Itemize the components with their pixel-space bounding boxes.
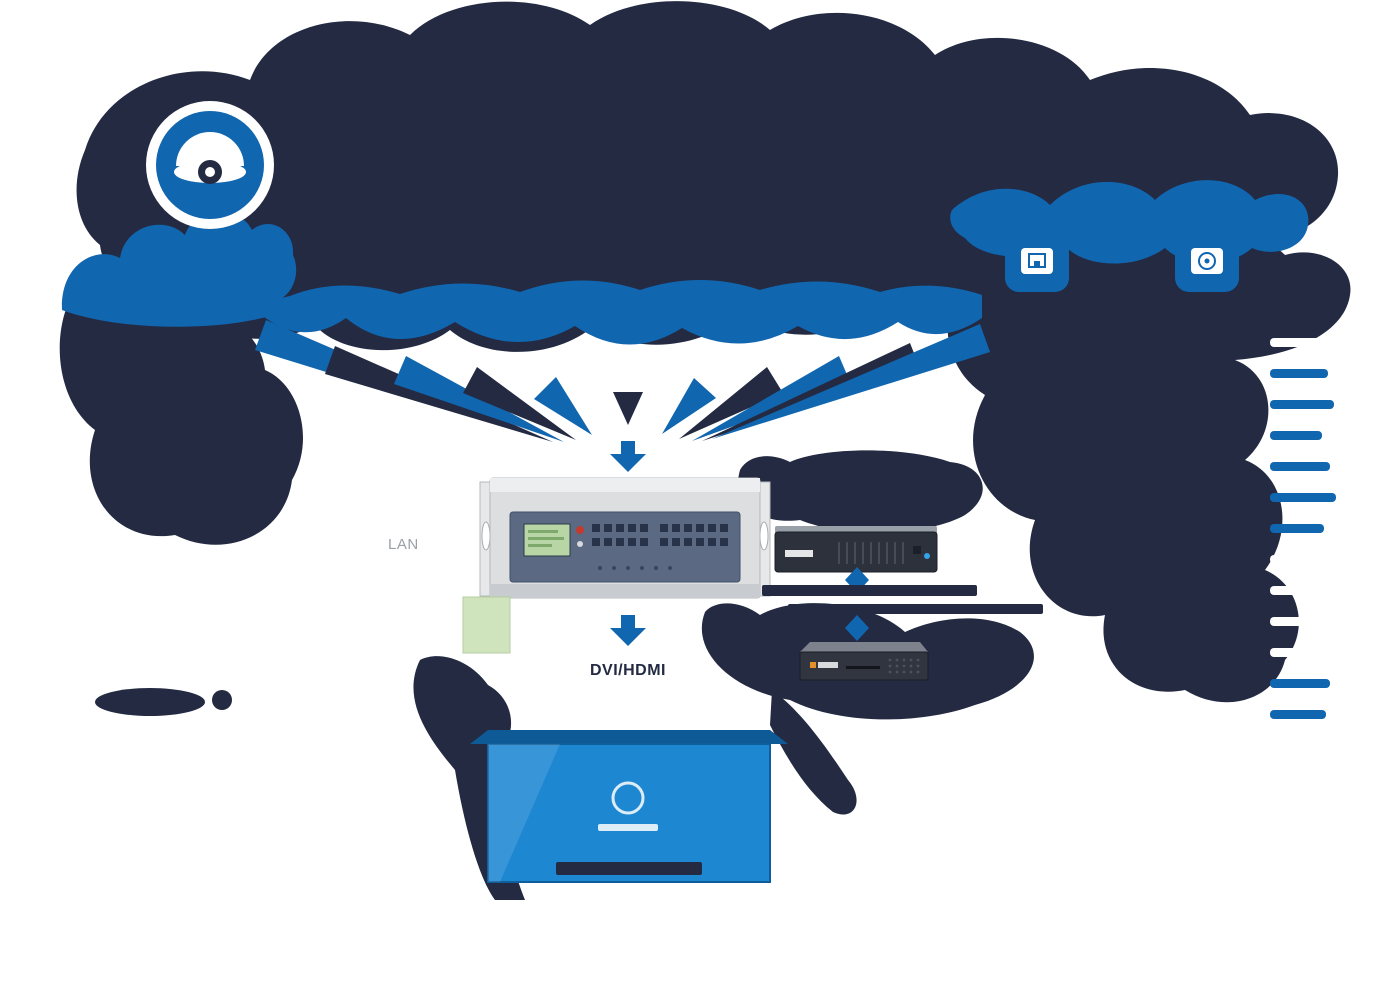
dark-blob-above-decoder bbox=[738, 450, 983, 533]
feature-list-bars bbox=[1270, 338, 1336, 719]
sources-cloud-dark bbox=[59, 1, 1351, 900]
accent-panel bbox=[462, 596, 511, 654]
desktop-decoder-device bbox=[799, 642, 929, 681]
dvi-hdmi-label: DVI/HDMI bbox=[590, 662, 666, 679]
network-port-icon bbox=[1021, 248, 1053, 274]
disc-icon bbox=[1191, 248, 1223, 274]
dome-camera-icon bbox=[146, 101, 274, 229]
left-dark-lobe bbox=[59, 280, 304, 545]
lan-label: LAN bbox=[388, 536, 419, 553]
blue-bumps-left bbox=[61, 211, 297, 327]
funnel-right bbox=[770, 690, 857, 815]
right-dark-lobe bbox=[947, 231, 1351, 703]
video-wall-screen bbox=[470, 730, 788, 883]
front-panel-buttons bbox=[592, 524, 728, 546]
ground-blob bbox=[95, 688, 205, 716]
video-wall-controller-device bbox=[479, 477, 771, 599]
signal-rays bbox=[255, 320, 990, 442]
desktop-decoder-logo bbox=[818, 662, 838, 668]
blue-scallop-ribbon bbox=[250, 280, 982, 345]
rack-decoder-device bbox=[774, 526, 938, 573]
down-arrow-icon-2 bbox=[610, 615, 646, 646]
illegible-text-bars bbox=[556, 585, 1043, 875]
decoder-logo bbox=[785, 550, 813, 557]
power-button bbox=[576, 526, 584, 534]
sources-cloud-blue bbox=[61, 180, 1309, 345]
down-arrow-icon bbox=[610, 441, 646, 472]
decoder-led bbox=[924, 553, 930, 559]
